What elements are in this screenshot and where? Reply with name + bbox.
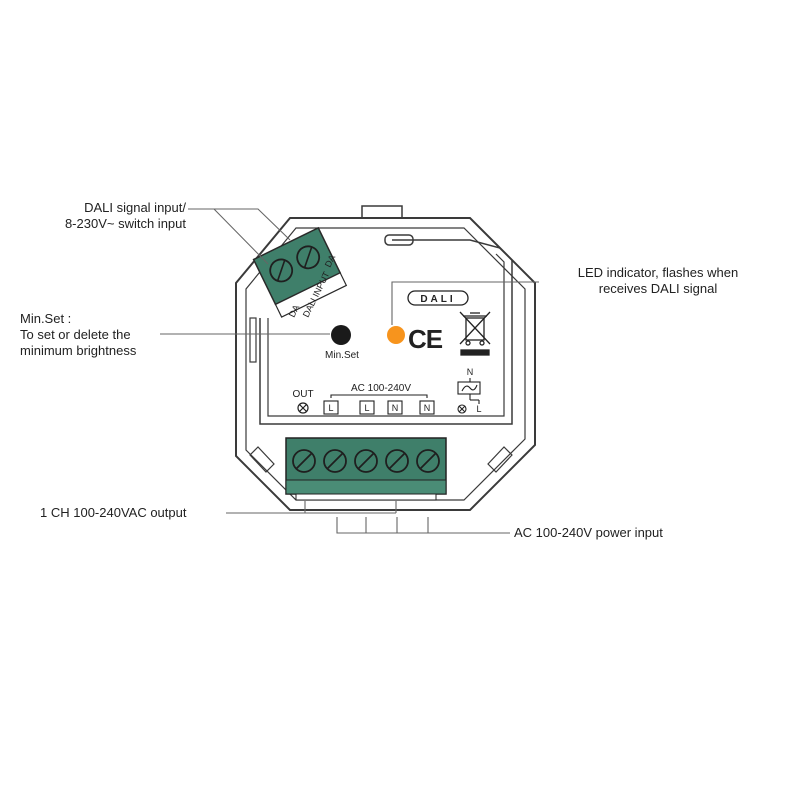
dali-logo: DALI bbox=[407, 290, 469, 306]
dali-input-callout-line-2: 8-230V~ switch input bbox=[64, 216, 186, 231]
leader-lines bbox=[160, 208, 539, 534]
terminal-label-boxes: L L N N bbox=[323, 400, 435, 415]
ce-mark: CE bbox=[408, 324, 443, 354]
out-label: OUT bbox=[292, 389, 313, 400]
dali-input-callout-line-1: DALI signal input/ bbox=[84, 200, 186, 215]
terminal-label-3: N bbox=[392, 403, 399, 413]
led-indicator bbox=[387, 326, 405, 344]
main-terminal-screws bbox=[292, 449, 440, 473]
dali-logo-text: DALI bbox=[420, 294, 455, 305]
dali-input-callout: DALI signal input/ 8-230V~ switch input bbox=[20, 200, 186, 232]
weee-bin-icon bbox=[459, 311, 491, 356]
ch-output-callout: 1 CH 100-240VAC output bbox=[40, 505, 186, 521]
led-indicator-callout: LED indicator, flashes when receives DAL… bbox=[542, 265, 774, 297]
fuse-icon bbox=[457, 378, 481, 414]
terminal-bracket bbox=[330, 394, 428, 398]
terminal-label-1: L bbox=[328, 403, 333, 413]
min-set-callout-line-3: minimum brightness bbox=[20, 343, 137, 358]
symbol-n-label: N bbox=[467, 367, 474, 377]
power-input-callout: AC 100-240V power input bbox=[514, 525, 663, 541]
terminal-label-4: N bbox=[424, 403, 431, 413]
led-indicator-callout-line-2: receives DALI signal bbox=[598, 281, 718, 296]
min-set-callout-line-1: Min.Set : bbox=[20, 311, 72, 326]
led-indicator-callout-line-1: LED indicator, flashes when bbox=[577, 265, 739, 280]
ch-output-callout-line-1: 1 CH 100-240VAC output bbox=[40, 505, 187, 520]
min-set-callout: Min.Set : To set or delete the minimum b… bbox=[20, 311, 136, 359]
power-input-callout-line-1: AC 100-240V power input bbox=[514, 525, 663, 540]
min-set-button[interactable] bbox=[331, 325, 351, 345]
ac-range-label: AC 100-240V bbox=[351, 383, 411, 394]
device-housing bbox=[235, 205, 536, 511]
dali-terminal-label-bottom: DA bbox=[287, 303, 301, 319]
out-symbol-icon bbox=[297, 402, 309, 414]
min-set-callout-line-2: To set or delete the bbox=[20, 327, 131, 342]
min-set-button-label: Min.Set bbox=[325, 350, 359, 361]
dali-terminal-block bbox=[252, 226, 348, 318]
terminal-label-2: L bbox=[364, 403, 369, 413]
dali-terminal-label-top: DA bbox=[323, 253, 337, 269]
symbol-l-label: L bbox=[476, 404, 481, 414]
